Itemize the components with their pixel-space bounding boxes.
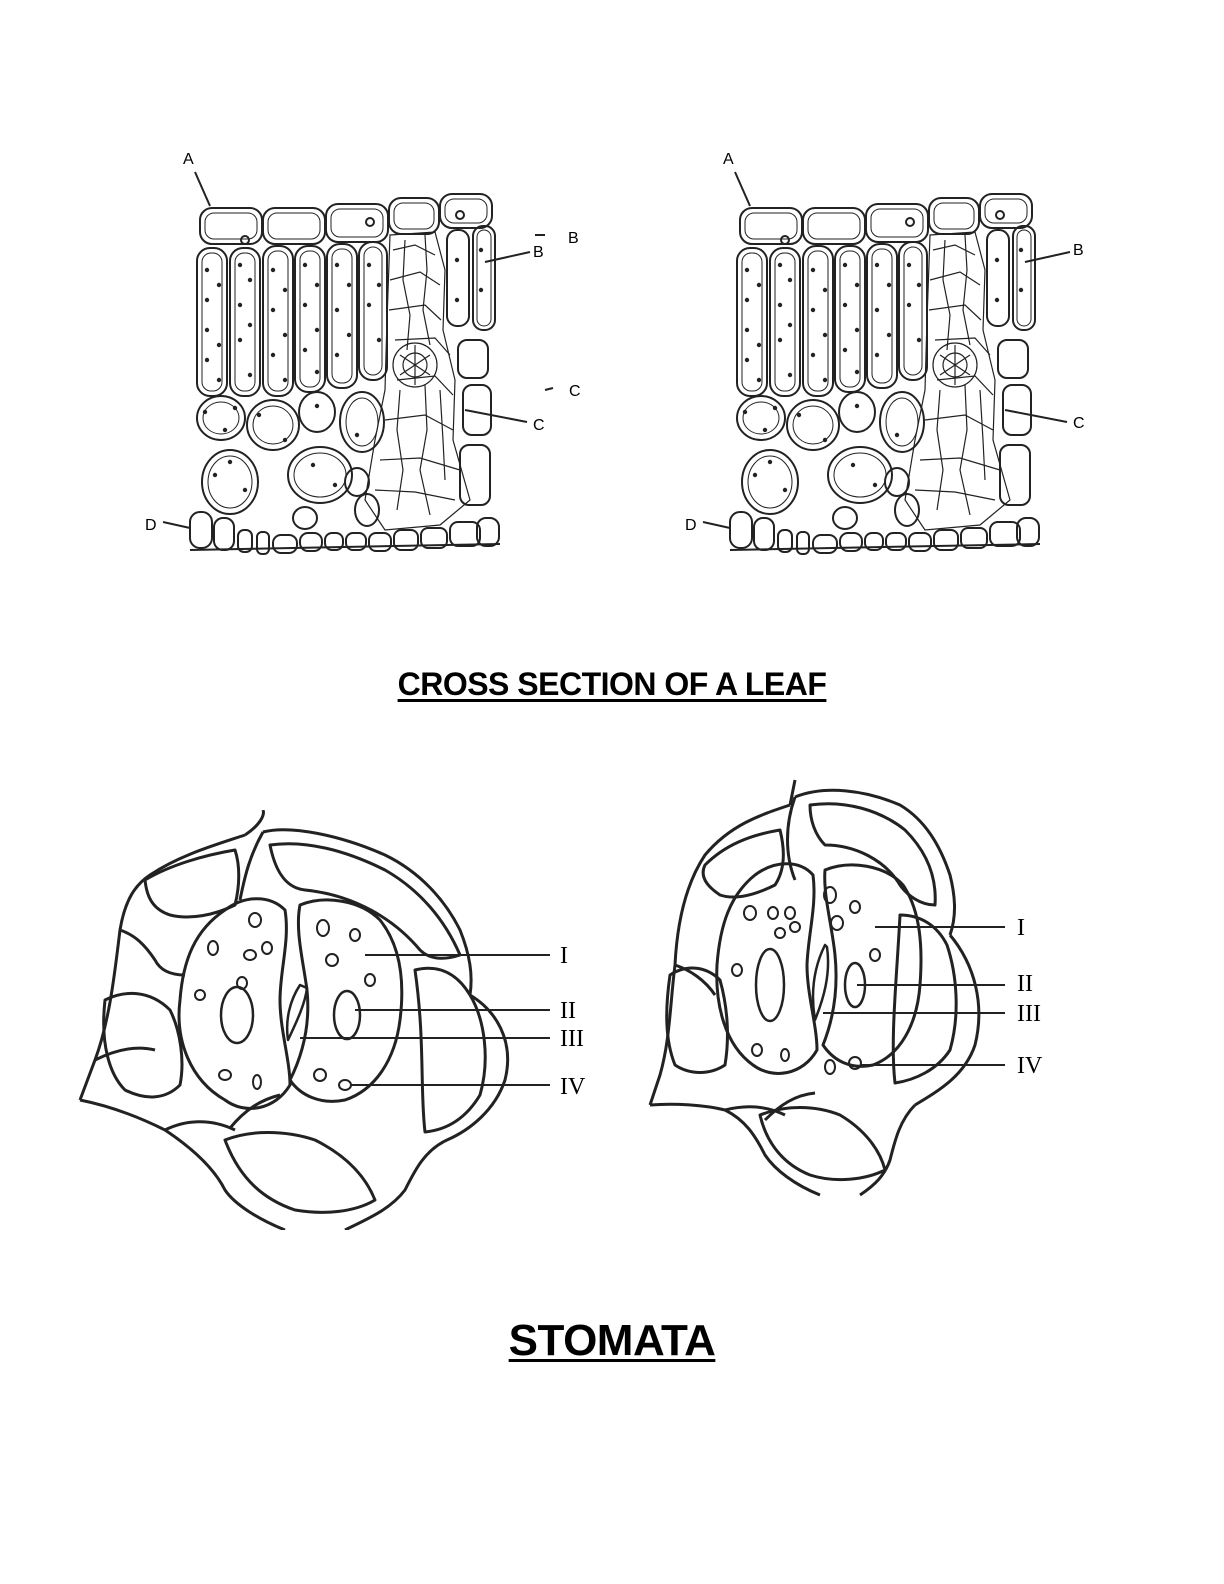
- guard-cell-right: [821, 863, 923, 1068]
- label-a: A: [183, 151, 194, 168]
- stomata-diagram-right: I II III IV: [648, 779, 1043, 1197]
- label-d: D: [145, 517, 157, 534]
- label-iv: IV: [560, 1074, 586, 1100]
- subsidiary-cells: [665, 802, 958, 1181]
- stoma-pore: [285, 983, 309, 1042]
- guard-cell-right: [288, 898, 404, 1103]
- palisade-layer: [196, 225, 496, 397]
- spongy-mesophyll: [196, 339, 492, 530]
- label-iii: III: [1017, 1001, 1041, 1027]
- label-ii: II: [560, 998, 576, 1024]
- label-a: A: [723, 151, 734, 168]
- label-d: D: [685, 517, 697, 534]
- lower-epidermis: [189, 511, 501, 555]
- guard-cell-left: [715, 862, 819, 1075]
- leaf-section-title: CROSS SECTION OF A LEAF: [397, 666, 827, 702]
- label-b: B: [1073, 242, 1084, 259]
- label-c: C: [533, 417, 545, 434]
- label-iv: IV: [1017, 1053, 1043, 1079]
- upper-epidermis: [199, 193, 493, 245]
- label-iii: III: [560, 1026, 584, 1052]
- label-c-extra: C: [569, 383, 581, 400]
- vascular-bundle: [904, 231, 1011, 531]
- label-i: I: [560, 943, 568, 969]
- upper-epidermis: [739, 193, 1033, 245]
- label-i: I: [1017, 915, 1025, 941]
- stomata-diagram-left: I II III IV: [78, 810, 586, 1230]
- label-ii: II: [1017, 971, 1033, 997]
- leaf-cross-section-left: A B B C C D: [145, 151, 581, 555]
- palisade-layer: [736, 225, 1036, 397]
- stomata-section-title: STOMATA: [508, 1316, 716, 1365]
- epidermal-cells: [78, 810, 510, 1230]
- leaf-cross-section-right: A B C D: [685, 151, 1085, 555]
- stoma-pore: [811, 943, 830, 1022]
- lower-epidermis: [729, 511, 1041, 555]
- spongy-mesophyll: [736, 339, 1032, 530]
- label-b-extra: B: [568, 230, 579, 247]
- guard-cell-left: [177, 897, 292, 1110]
- label-c: C: [1073, 415, 1085, 432]
- vascular-bundle: [364, 231, 471, 531]
- label-b: B: [533, 244, 544, 261]
- epidermal-cells: [648, 779, 981, 1197]
